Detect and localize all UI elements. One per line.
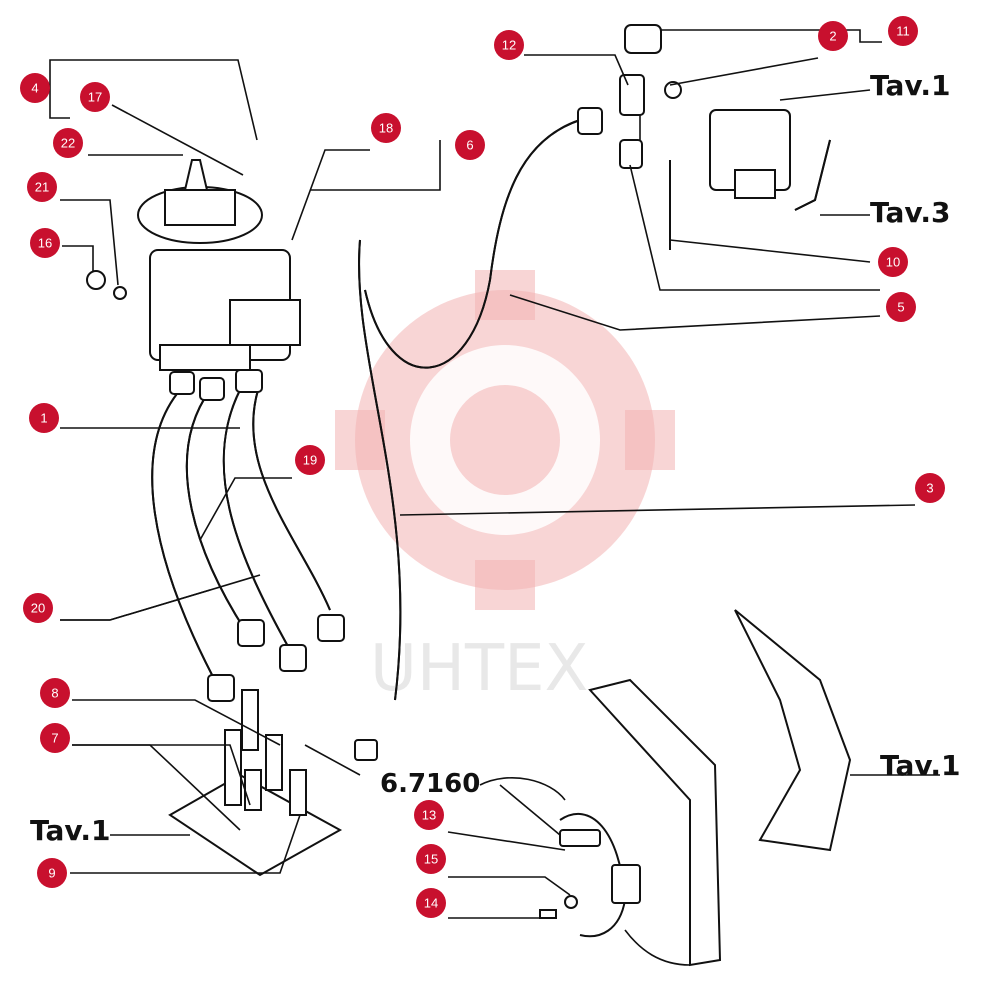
callout-1: 1 [29, 403, 59, 433]
svg-text:3: 3 [926, 481, 933, 496]
svg-text:11: 11 [896, 24, 910, 39]
part-code-label: 6.7160 [380, 769, 480, 799]
callout-21: 21 [27, 172, 57, 202]
callout-20: 20 [23, 593, 53, 623]
callout-10: 10 [878, 247, 908, 277]
svg-text:6: 6 [466, 138, 473, 153]
hose-5 [364, 107, 603, 369]
callout-14: 14 [416, 888, 446, 918]
callout-9: 9 [37, 858, 67, 888]
bracket-assembly [479, 609, 852, 967]
svg-text:4: 4 [31, 81, 38, 96]
watermark-text: UHTEX [370, 632, 588, 706]
callout-5: 5 [886, 292, 916, 322]
callout-16: 16 [30, 228, 60, 258]
svg-text:13: 13 [422, 808, 436, 823]
svg-text:16: 16 [38, 236, 52, 251]
fittings-group [619, 24, 682, 169]
callout-4: 4 [20, 73, 50, 103]
leader-lines [49, 29, 940, 919]
callout-6: 6 [455, 130, 485, 160]
callout-7: 7 [40, 723, 70, 753]
svg-text:20: 20 [31, 601, 45, 616]
svg-text:21: 21 [35, 180, 49, 195]
svg-text:5: 5 [897, 300, 904, 315]
svg-text:10: 10 [886, 255, 900, 270]
pump-hoses [151, 369, 345, 702]
svg-text:17: 17 [88, 90, 102, 105]
svg-text:1: 1 [40, 411, 47, 426]
svg-text:7: 7 [51, 731, 58, 746]
callout-18: 18 [371, 113, 401, 143]
callout-2: 2 [818, 21, 848, 51]
base-plate-assembly [168, 689, 343, 877]
svg-text:8: 8 [51, 686, 58, 701]
callout-17: 17 [80, 82, 110, 112]
callout-15: 15 [416, 844, 446, 874]
svg-text:14: 14 [424, 896, 438, 911]
svg-text:22: 22 [61, 136, 75, 151]
hose-3 [354, 239, 402, 761]
callout-8: 8 [40, 678, 70, 708]
callout-12: 12 [494, 30, 524, 60]
watermark-gear-icon [335, 270, 675, 610]
callout-22: 22 [53, 128, 83, 158]
callout-11: 11 [888, 16, 918, 46]
ref-tav1-top: Tav.1 [870, 69, 950, 102]
pump-assembly [86, 159, 301, 371]
svg-text:15: 15 [424, 852, 438, 867]
svg-text:19: 19 [303, 453, 317, 468]
svg-text:9: 9 [48, 866, 55, 881]
ref-tav1-left: Tav.1 [30, 814, 110, 847]
svg-text:2: 2 [829, 29, 836, 44]
filter-unit [669, 109, 831, 250]
callout-13: 13 [414, 800, 444, 830]
ref-tav1-right: Tav.1 [880, 749, 960, 782]
ref-tav3: Tav.3 [870, 196, 950, 229]
callout-19: 19 [295, 445, 325, 475]
svg-text:12: 12 [502, 38, 516, 53]
svg-text:18: 18 [379, 121, 393, 136]
callout-3: 3 [915, 473, 945, 503]
